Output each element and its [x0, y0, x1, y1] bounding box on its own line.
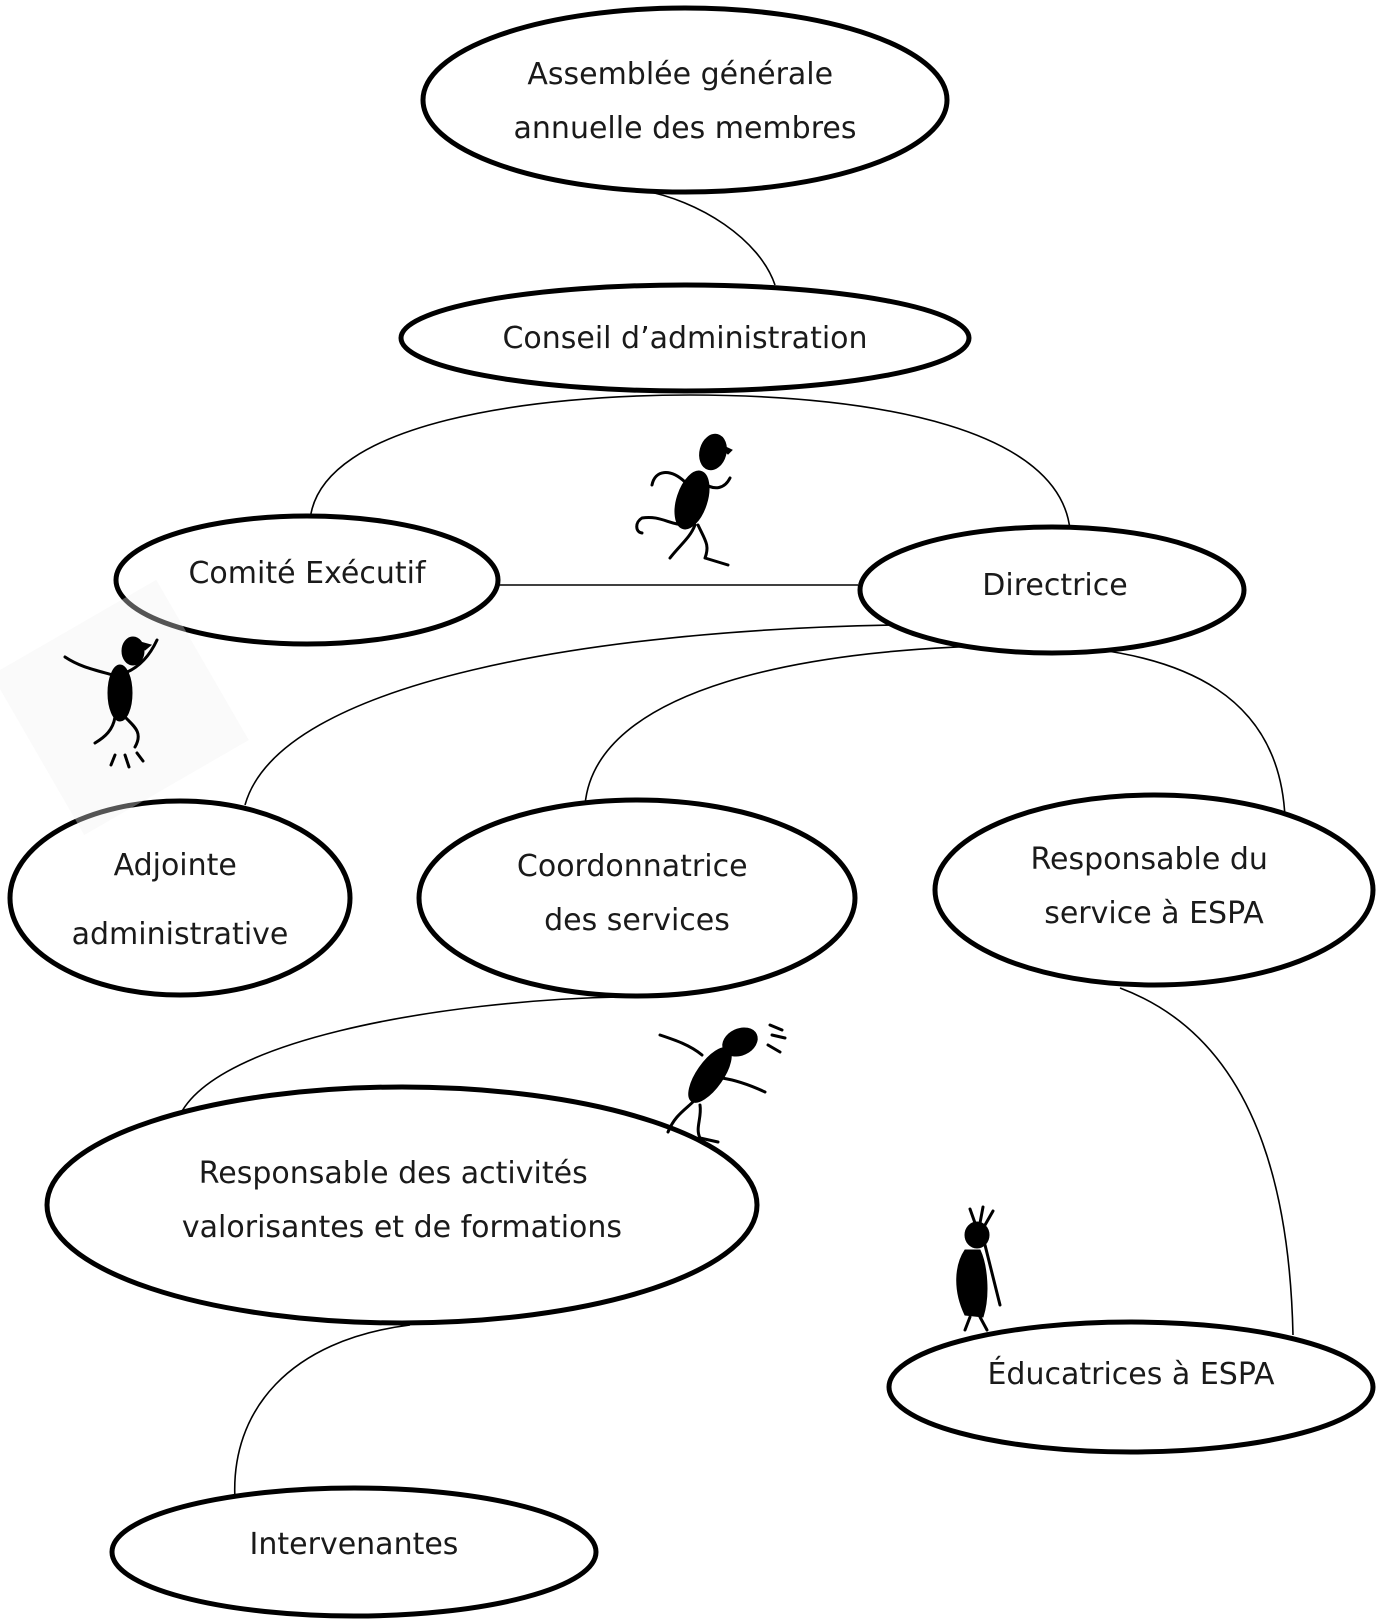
- node-adjointe: Adjointe administrative: [7, 798, 353, 998]
- connector-responsable-activites-intervenantes: [233, 1324, 411, 1501]
- svg-text:Adjointe administrativ: Adjointe administrative: [72, 848, 289, 952]
- node-conseil: Conseil d’administration: [398, 282, 972, 394]
- svg-text:Coordonnatrice des ser: Coordonnatrice des services: [517, 849, 757, 938]
- node-educatrices-line-1: Éducatrices à ESPA: [987, 1356, 1275, 1392]
- node-adjointe-line-1: Adjointe: [114, 848, 237, 883]
- node-coordonnatrice-line-2: des services: [544, 903, 730, 938]
- node-directrice: Directrice: [857, 524, 1247, 656]
- connector-conseil-directrice: [689, 394, 1071, 531]
- node-responsable-espa: Responsable du service à ESPA: [932, 792, 1376, 988]
- node-intervenantes-line-1: Intervenantes: [250, 1527, 459, 1562]
- node-responsable-activites-line-1: Responsable des activités: [199, 1156, 588, 1191]
- flute-player-figure-icon: [956, 1205, 1002, 1332]
- node-intervenantes: Intervenantes: [109, 1485, 599, 1619]
- node-responsable-espa-line-1: Responsable du: [1031, 842, 1268, 877]
- node-conseil-shape: [398, 282, 972, 394]
- svg-text:Conseil d’administration: Conseil d’administration: [502, 321, 867, 356]
- nodes: Assemblée générale annuelle des membres …: [7, 5, 1376, 1619]
- node-assemblee-shape: [420, 5, 950, 195]
- node-assemblee-line-1: Assemblée générale: [527, 57, 833, 92]
- node-adjointe-shape: [7, 798, 353, 998]
- connector-coordonnatrice-responsable-activites: [174, 996, 621, 1131]
- svg-text:Intervenantes: Intervenantes: [250, 1527, 459, 1562]
- node-intervenantes-shape: [109, 1485, 599, 1619]
- node-comite-line-1: Comité Exécutif: [188, 556, 426, 591]
- node-educatrices: Éducatrices à ESPA: [886, 1319, 1376, 1455]
- node-directrice-line-1: Directrice: [982, 568, 1127, 603]
- node-coordonnatrice-shape: [416, 797, 858, 999]
- svg-text:Responsable des activités: Responsable des activités valorisantes e…: [182, 1156, 622, 1245]
- node-responsable-activites: Responsable des activités valorisantes e…: [44, 1084, 760, 1326]
- leaning-figure-icon: [658, 1023, 787, 1144]
- connector-directrice-coordonnatrice: [584, 644, 1041, 806]
- node-comite: Comité Exécutif: [113, 513, 501, 647]
- jumping-figure-icon: [0, 579, 249, 836]
- connector-directrice-adjointe: [244, 624, 896, 806]
- svg-text:Responsable du service: Responsable du service à ESPA: [1031, 842, 1278, 931]
- connector-directrice-responsable-espa: [1039, 644, 1286, 819]
- node-responsable-activites-shape: [44, 1084, 760, 1326]
- node-comite-shape: [113, 513, 501, 647]
- node-responsable-espa-shape: [932, 792, 1376, 988]
- node-responsable-espa-line-2: service à ESPA: [1044, 896, 1264, 931]
- svg-text:Éducatrices à ESPA: Éducatrices à ESPA: [987, 1356, 1275, 1392]
- connector-conseil-comite: [309, 394, 691, 521]
- node-responsable-activites-line-2: valorisantes et de formations: [182, 1210, 622, 1245]
- node-coordonnatrice: Coordonnatrice des services: [416, 797, 858, 999]
- svg-text:Comité Exécutif: Comité Exécutif: [188, 556, 426, 591]
- node-educatrices-shape: [886, 1319, 1376, 1455]
- running-figure-icon: [635, 433, 733, 567]
- connector-responsable-espa-educatrices: [1119, 987, 1294, 1336]
- svg-text:Assemblée générale ann: Assemblée générale annuelle des membres: [514, 57, 857, 146]
- node-assemblee-line-2: annuelle des membres: [514, 111, 857, 146]
- svg-text:Directrice: Directrice: [982, 568, 1127, 603]
- node-assemblee: Assemblée générale annuelle des membres: [420, 5, 950, 195]
- connector-assemblee-conseil: [639, 189, 776, 286]
- node-conseil-line-1: Conseil d’administration: [502, 321, 867, 356]
- node-directrice-shape: [857, 524, 1247, 656]
- node-coordonnatrice-line-1: Coordonnatrice: [517, 849, 748, 884]
- node-adjointe-line-2: administrative: [72, 917, 289, 952]
